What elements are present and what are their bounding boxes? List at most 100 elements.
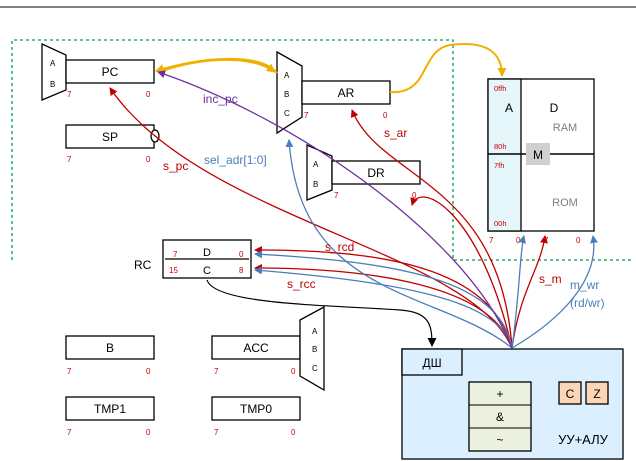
addr-80h: 80h [494, 142, 507, 151]
b-bit-low: 0 [146, 367, 151, 376]
m-wr-label: m_wr [570, 278, 599, 292]
addr-7fh: 7fh [494, 161, 504, 170]
pc-bit-low: 0 [146, 90, 151, 99]
addr-0ffh: 0ffh [494, 84, 506, 93]
tmp1-bit-high: 7 [67, 428, 72, 437]
pc-label: PC [102, 65, 119, 79]
memory-mux-label: M [533, 148, 543, 162]
dr-bit-low: 0 [412, 191, 417, 200]
s-m-label: s_m [539, 272, 562, 286]
addr-00h: 00h [494, 219, 507, 228]
signal-s-ar [350, 109, 513, 349]
bus-ar-to-memory [389, 43, 507, 94]
flag-c-label: C [566, 387, 575, 401]
pc-mux-a: A [50, 59, 56, 68]
acc-bit-low: 0 [291, 367, 296, 376]
rc-d-bit-high: 7 [173, 250, 178, 259]
acc-mux-b: B [312, 345, 317, 354]
signal-rc-d-read [254, 250, 513, 349]
ram-label: RAM [553, 122, 577, 134]
dr-register [331, 160, 421, 185]
signal-inc-pc [157, 70, 513, 349]
tmp1-label: TMP1 [94, 402, 126, 416]
s-ar-label: s_ar [384, 126, 407, 140]
ar-bit-high: 7 [304, 111, 309, 120]
ar-register-group: A B C AR 7 0 [276, 50, 391, 135]
rc-c-bit-high: 15 [169, 266, 178, 275]
alu-ops-block [468, 381, 532, 452]
alu-op-not: ~ [496, 433, 503, 447]
tmp1-register [65, 396, 155, 421]
ar-mux-c: C [284, 109, 290, 118]
flag-z-label: Z [593, 387, 600, 401]
signal-rc-c-read [254, 266, 513, 349]
region-boundary [11, 39, 632, 261]
dr-mux [306, 144, 333, 201]
memory-d-bit-low: 0 [576, 236, 581, 245]
dr-mux-b: B [313, 180, 318, 189]
flag-z-box [585, 381, 609, 405]
rc-register-group: RC D C 7 0 15 8 [134, 239, 252, 279]
rc-d-label: D [203, 247, 211, 259]
memory-mux [526, 143, 550, 165]
b-label: B [106, 341, 114, 355]
rc-d-bit-low: 0 [239, 250, 244, 259]
dr-register-group: A B DR 7 0 [306, 144, 421, 201]
control-unit-label: УУ+АЛУ [558, 432, 609, 447]
rc-c-bit-low: 8 [239, 266, 244, 275]
memory-group: M A D RAM ROM 0ffh 80h 7fh 00h 7 0 7 0 [487, 78, 595, 245]
sp-label: SP [102, 130, 118, 144]
signal-m-wr [511, 235, 599, 349]
pc-register [65, 59, 155, 84]
memory-a-label: A [505, 101, 513, 115]
ar-bit-low: 0 [383, 111, 388, 120]
s-rcc-label: s_rcc [287, 277, 316, 291]
b-register-group: B 7 0 [65, 335, 155, 376]
ar-mux-a: A [284, 71, 290, 80]
pc-mux-b: B [50, 80, 55, 89]
inc-pc-label: inc_pc [203, 92, 238, 106]
rc-c-label: C [203, 265, 211, 277]
tmp0-bit-high: 7 [214, 428, 219, 437]
alu-op-and: & [496, 410, 504, 424]
signal-memory-a [511, 235, 526, 349]
rc-label: RC [134, 258, 152, 272]
memory-a-bit-low: 0 [516, 236, 521, 245]
s-pc-label: s_pc [163, 159, 188, 173]
signal-s-dr [410, 196, 513, 349]
s-rcd-label: s_rcd [325, 240, 354, 254]
pc-bit-high: 7 [67, 90, 72, 99]
sp-bit-low: 0 [146, 155, 151, 164]
decoder-block [401, 348, 463, 376]
memory-address-column [487, 78, 522, 232]
dr-label: DR [367, 166, 385, 180]
bus-pc-to-ar [161, 58, 276, 73]
rom-label: ROM [552, 197, 578, 209]
dr-bit-high: 7 [334, 191, 339, 200]
flag-c-box [558, 381, 582, 405]
tmp0-bit-low: 0 [291, 428, 296, 437]
acc-mux-c: C [312, 364, 318, 373]
signal-s-pc [109, 87, 513, 349]
alu-op-add: + [496, 387, 503, 401]
tmp1-bit-low: 0 [146, 428, 151, 437]
b-register [65, 335, 155, 360]
signal-sel-adr [285, 139, 513, 349]
signal-s-m [511, 235, 548, 349]
acc-register-group: A B C ACC 7 0 [211, 305, 325, 392]
tmp1-register-group: TMP1 7 0 [65, 396, 155, 437]
ar-label: AR [338, 86, 355, 100]
ar-mux-b: B [284, 90, 289, 99]
signal-s-rcc [254, 264, 513, 349]
tmp0-register [211, 396, 301, 421]
tmp0-label: TMP0 [240, 402, 272, 416]
decoder-label: ДШ [422, 356, 441, 370]
tmp0-register-group: TMP0 7 0 [211, 396, 301, 437]
ar-mux [276, 50, 303, 135]
memory-a-bit-high: 7 [489, 236, 494, 245]
sel-adr-label: sel_adr[1:0] [204, 153, 267, 167]
acc-mux-a: A [312, 327, 318, 336]
signal-s-rcd [254, 246, 513, 349]
acc-label: ACC [243, 341, 269, 355]
